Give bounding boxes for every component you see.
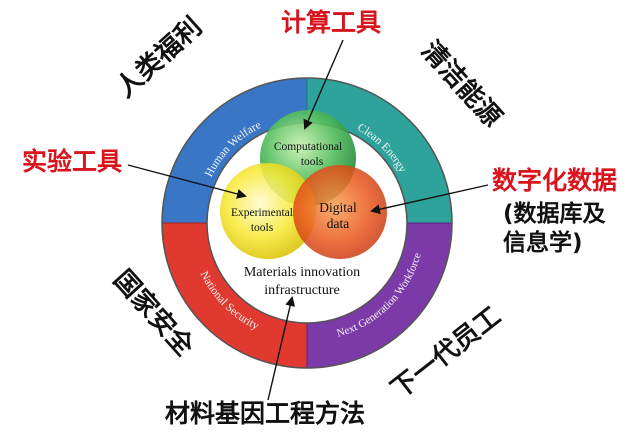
experimental-tools-label-line2: tools bbox=[251, 222, 274, 234]
label-digital-data-sub1-cn: (数据库及 bbox=[503, 201, 606, 227]
ring-outer-border bbox=[161, 77, 453, 369]
circle-digital-data bbox=[293, 165, 387, 259]
label-digital-data-cn: 数字化数据 bbox=[492, 166, 618, 195]
digital-data-label-line2: data bbox=[327, 216, 350, 231]
experimental-tools-label-line1: Experimental bbox=[231, 207, 293, 219]
label-computational-tools-cn: 计算工具 bbox=[281, 8, 382, 37]
computational-tools-label-line1: Computational bbox=[274, 141, 342, 153]
materials-innovation-label-line2: infrastructure bbox=[264, 283, 339, 298]
arrow-mgi bbox=[267, 296, 296, 401]
arrow-digital-data bbox=[370, 184, 489, 215]
digital-data-label-line1: Digital bbox=[319, 200, 357, 215]
label-mgi-cn: 材料基因工程方法 bbox=[165, 399, 366, 428]
materials-innovation-label-line1: Materials innovation bbox=[244, 265, 360, 280]
label-digital-data-sub2-cn: 信息学) bbox=[503, 230, 583, 256]
arrow-computational bbox=[303, 39, 344, 130]
computational-tools-label-line2: tools bbox=[301, 156, 324, 168]
arrow-experimental bbox=[127, 164, 247, 199]
label-experimental-tools-cn: 实验工具 bbox=[22, 147, 123, 176]
circle-experimental-tools bbox=[220, 163, 316, 259]
